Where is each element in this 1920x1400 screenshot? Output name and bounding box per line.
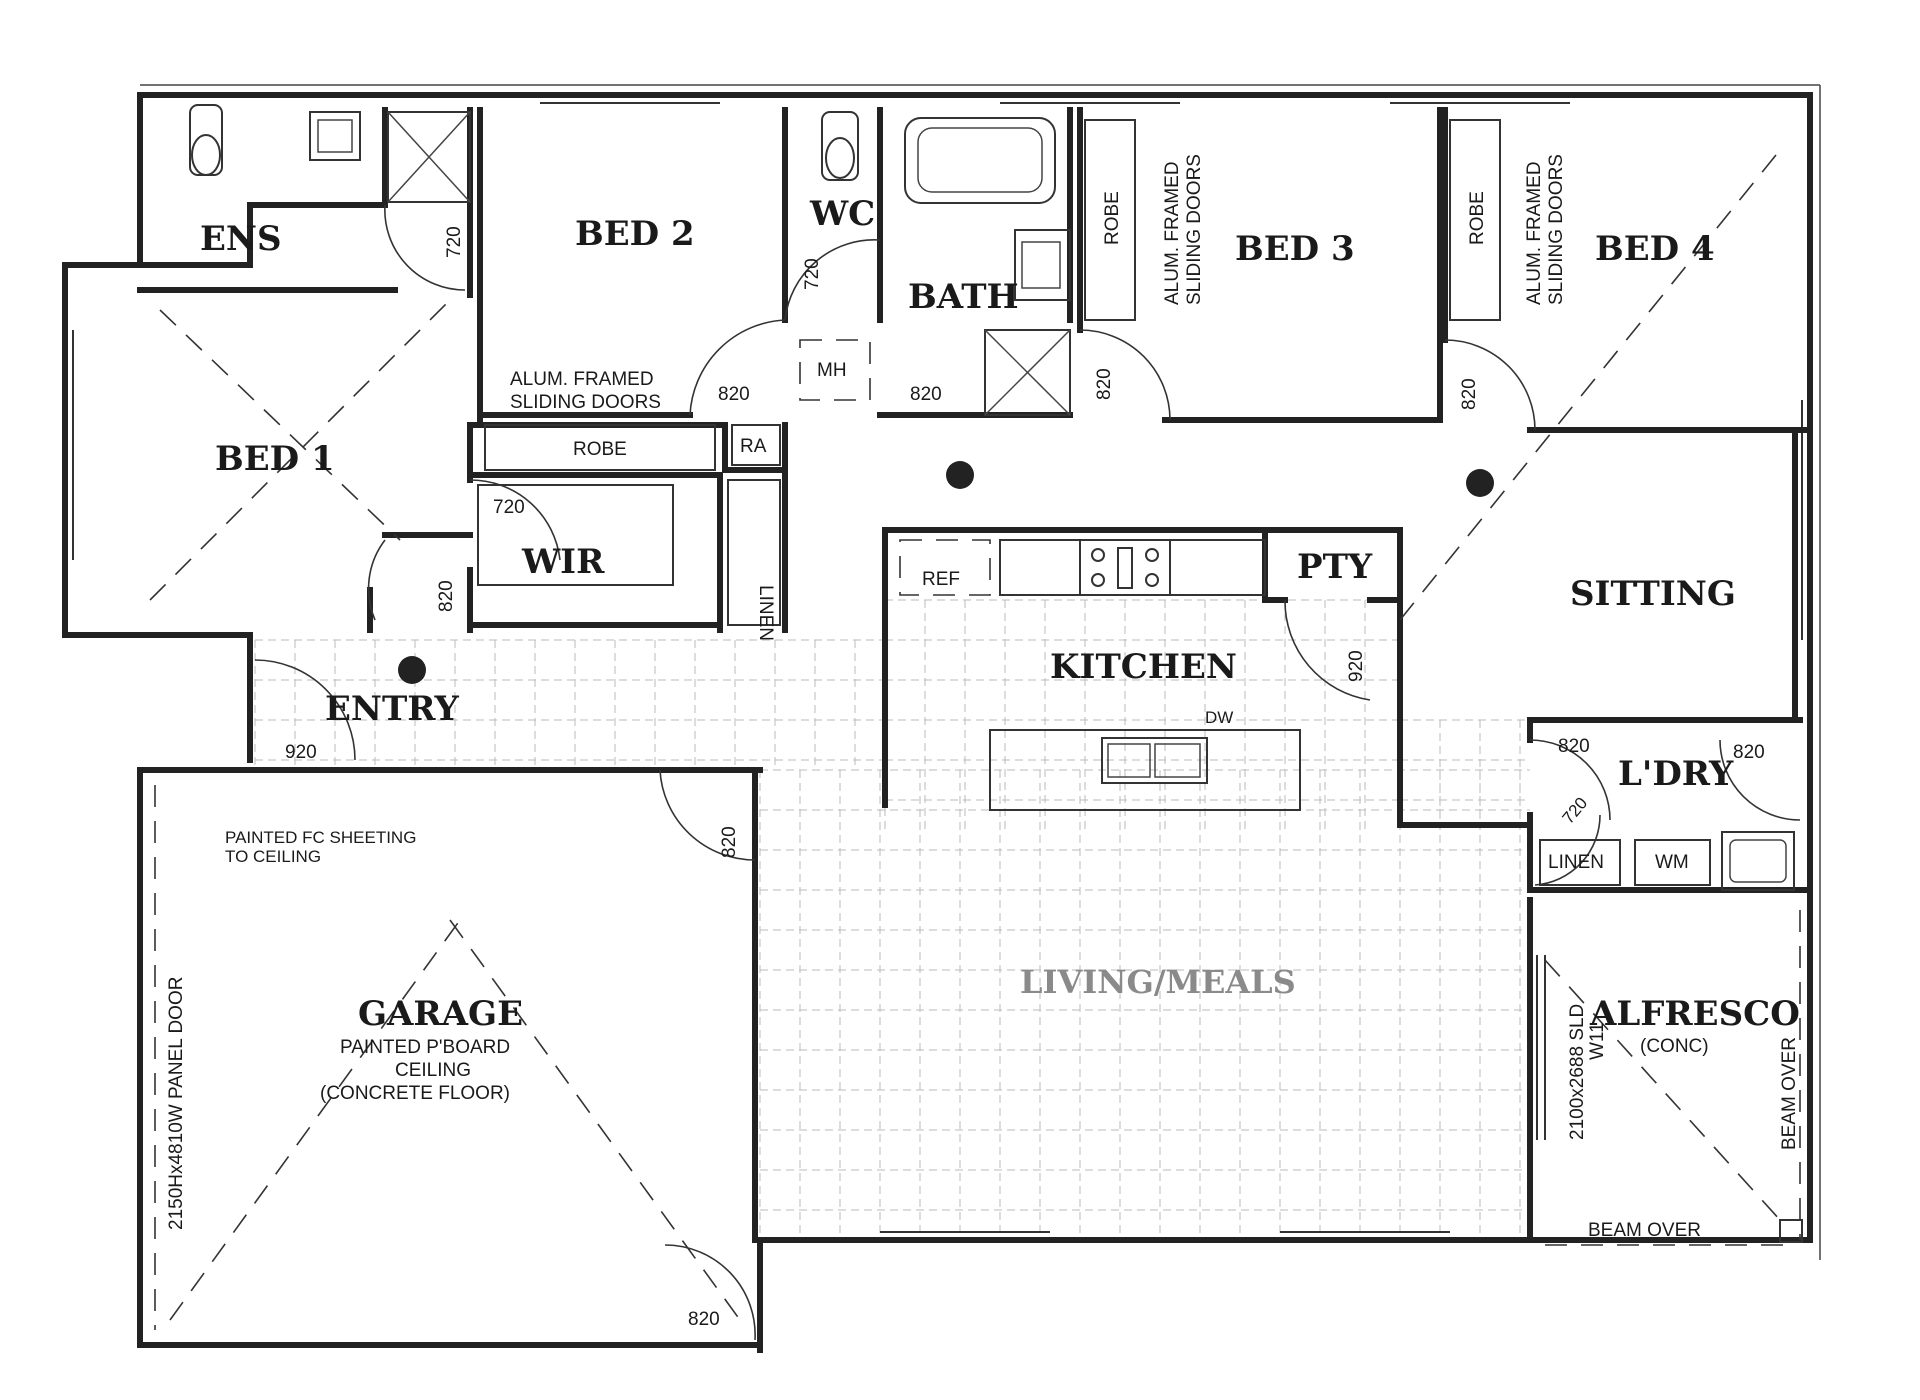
laundry-tub-icon bbox=[1721, 831, 1795, 891]
door-width-laundry-linen: 720 bbox=[1559, 794, 1592, 828]
room-label-pty: PTY bbox=[1297, 547, 1373, 587]
bath-shower-icon bbox=[984, 329, 1071, 416]
room-label-living-meals: LIVING/MEALS bbox=[1020, 963, 1296, 1001]
room-labels: ENS BED 1 BED 2 BED 3 BED 4 WC BATH WIR … bbox=[200, 194, 1800, 1034]
fc-sheeting-note-line1: PAINTED FC SHEETING bbox=[225, 828, 416, 847]
door-width-ens: 720 bbox=[444, 226, 465, 258]
room-label-bed-3: BED 3 bbox=[1235, 229, 1355, 269]
room-label-entry: ENTRY bbox=[325, 689, 460, 729]
sliding-door-note-line2: W11 bbox=[1587, 1022, 1608, 1060]
bed2-robe-box bbox=[484, 424, 716, 471]
sink-icon bbox=[1101, 737, 1208, 784]
bed3-robe-box bbox=[1084, 119, 1136, 321]
ensuite-basin-icon bbox=[309, 111, 361, 161]
door-width-wir: 720 bbox=[493, 497, 525, 518]
smoke-detector-icon bbox=[946, 461, 974, 489]
room-label-kitchen: KITCHEN bbox=[1050, 647, 1237, 687]
beam-over-note-bottom: BEAM OVER bbox=[1588, 1220, 1701, 1241]
bed4-robe-box bbox=[1449, 119, 1501, 321]
cooktop-icon bbox=[1079, 539, 1171, 596]
fridge-space bbox=[899, 539, 991, 596]
door-width-bed1: 820 bbox=[436, 580, 457, 612]
beam-over-note-right: BEAM OVER bbox=[1779, 1037, 1800, 1150]
door-width-entry: 920 bbox=[285, 742, 317, 763]
bathtub-icon bbox=[904, 117, 1056, 204]
room-label-bed-4: BED 4 bbox=[1595, 229, 1715, 269]
ra-label: RA bbox=[740, 436, 767, 457]
mh-label: MH bbox=[817, 360, 847, 381]
room-label-laundry: L'DRY bbox=[1618, 754, 1734, 794]
manhole-box bbox=[799, 339, 871, 401]
sliding-door-note-line1: 2100x2688 SLD bbox=[1567, 1004, 1588, 1140]
room-label-bed-2: BED 2 bbox=[575, 214, 695, 254]
alfresco-sub-note: (CONC) bbox=[1640, 1036, 1709, 1057]
door-width-laundry-right: 820 bbox=[1733, 742, 1765, 763]
notes: ALUM. FRAMED SLIDING DOORS ALUM. FRAMED … bbox=[166, 154, 1800, 1241]
door-width-labels: 720 820 720 820 820 820 720 820 920 820 … bbox=[285, 226, 1765, 1330]
bed2-sliding-note-line2: SLIDING DOORS bbox=[510, 392, 661, 413]
bed4-robe-label: ROBE bbox=[1467, 191, 1488, 245]
room-label-garage: GARAGE bbox=[358, 994, 523, 1034]
bed4-sliding-note-line1: ALUM. FRAMED bbox=[1524, 161, 1545, 305]
door-width-bath: 820 bbox=[910, 384, 942, 405]
garage-ceiling-note-line1: PAINTED P'BOARD bbox=[340, 1037, 510, 1058]
ensuite-toilet-icon bbox=[189, 104, 223, 176]
bed3-sliding-note-line1: ALUM. FRAMED bbox=[1162, 161, 1183, 305]
linen-label: LINEN bbox=[755, 585, 776, 641]
washing-machine-box bbox=[1634, 839, 1711, 886]
bed2-robe-label: ROBE bbox=[573, 439, 627, 460]
door-width-pty: 920 bbox=[1346, 650, 1367, 682]
dw-label: DW bbox=[1205, 708, 1233, 727]
bed2-sliding-note-line1: ALUM. FRAMED bbox=[510, 369, 654, 390]
fixtures bbox=[154, 104, 1803, 1330]
door-width-wc: 720 bbox=[802, 258, 823, 290]
bed3-robe-label: ROBE bbox=[1102, 191, 1123, 245]
room-label-ens: ENS bbox=[200, 219, 282, 259]
ra-box bbox=[731, 424, 781, 466]
door-width-bed2: 820 bbox=[718, 384, 750, 405]
room-label-bed-1: BED 1 bbox=[215, 439, 335, 479]
post-icon bbox=[1779, 1219, 1803, 1243]
bed3-sliding-note-line2: SLIDING DOORS bbox=[1184, 154, 1205, 305]
ceiling-diagonals bbox=[149, 149, 1781, 1321]
wm-label: WM bbox=[1655, 852, 1689, 873]
garage-floor-note: (CONCRETE FLOOR) bbox=[320, 1083, 510, 1104]
door-swings bbox=[254, 204, 1801, 1341]
laundry-linen-box bbox=[1539, 839, 1621, 886]
garage-ceiling-note-line2: CEILING bbox=[395, 1060, 471, 1081]
kitchen-island bbox=[989, 729, 1301, 811]
laundry-linen-label: LINEN bbox=[1548, 852, 1604, 873]
wc-toilet-icon bbox=[821, 111, 859, 181]
fixture-labels: ROBE ROBE ROBE RA LINEN MH REF DW LINEN … bbox=[573, 191, 1689, 873]
door-width-bed3: 820 bbox=[1094, 368, 1115, 400]
door-width-laundry-left: 820 bbox=[1558, 736, 1590, 757]
bed4-sliding-note-line2: SLIDING DOORS bbox=[1546, 154, 1567, 305]
door-width-garage-internal: 820 bbox=[719, 826, 740, 858]
wir-shelf bbox=[477, 484, 674, 586]
door-width-garage-external: 820 bbox=[688, 1309, 720, 1330]
room-label-sitting: SITTING bbox=[1570, 574, 1736, 614]
linen-cupboard bbox=[727, 479, 781, 626]
smoke-detector-icon bbox=[398, 656, 426, 684]
floor-tiles bbox=[254, 599, 1530, 1235]
room-label-wc: WC bbox=[809, 194, 875, 234]
room-label-bath: BATH bbox=[908, 277, 1019, 317]
door-width-bed4: 820 bbox=[1459, 378, 1480, 410]
ensuite-shower-icon bbox=[387, 111, 471, 203]
room-label-wir: WIR bbox=[521, 542, 605, 582]
bath-vanity-icon bbox=[1014, 229, 1071, 301]
room-label-alfresco: ALFRESCO bbox=[1589, 994, 1800, 1034]
smoke-detector-icon bbox=[1466, 469, 1494, 497]
external-walls bbox=[62, 84, 1821, 1353]
fc-sheeting-note-line2: TO CEILING bbox=[225, 847, 321, 866]
panel-door-note: 2150Hx4810W PANEL DOOR bbox=[166, 977, 187, 1230]
ref-label: REF bbox=[922, 569, 960, 590]
